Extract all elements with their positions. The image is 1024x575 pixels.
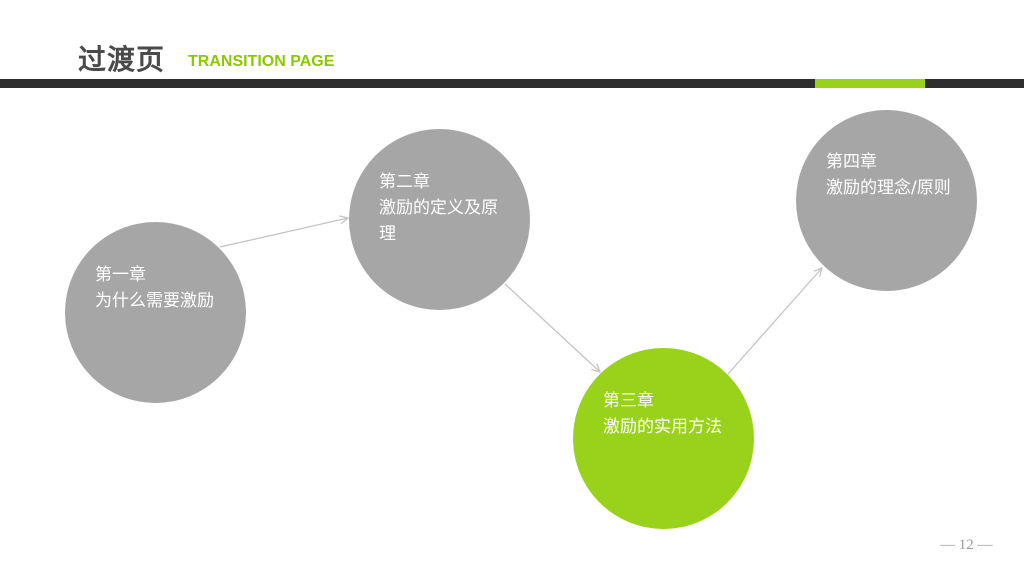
- page-subtitle: TRANSITION PAGE: [188, 53, 335, 70]
- chapter-2-desc: 激励的定义及原理: [379, 198, 498, 244]
- chapter-1-desc: 为什么需要激励: [95, 291, 214, 311]
- chapter-node-3: 第三章 激励的实用方法: [573, 348, 754, 529]
- chapter-4-title: 第四章: [826, 152, 877, 172]
- chapter-2-title: 第二章: [379, 172, 430, 192]
- chapter-node-2: 第二章 激励的定义及原理: [349, 129, 530, 310]
- page-number: — 12 —: [940, 537, 993, 553]
- chapter-3-desc: 激励的实用方法: [603, 417, 722, 437]
- arrow-ch3-to-ch4: [727, 268, 822, 375]
- header-rule: [0, 79, 1024, 88]
- arrow-ch1-to-ch2: [219, 218, 348, 248]
- page-title: 过渡页: [78, 43, 166, 76]
- chapter-node-4: 第四章 激励的理念/原则: [796, 110, 977, 291]
- header-rule-accent: [815, 79, 925, 88]
- arrow-ch2-to-ch3: [504, 283, 600, 372]
- chapter-3-title: 第三章: [603, 391, 654, 411]
- chapter-node-1: 第一章 为什么需要激励: [65, 222, 246, 403]
- chapter-4-desc: 激励的理念/原则: [826, 178, 951, 198]
- chapter-1-title: 第一章: [95, 265, 146, 285]
